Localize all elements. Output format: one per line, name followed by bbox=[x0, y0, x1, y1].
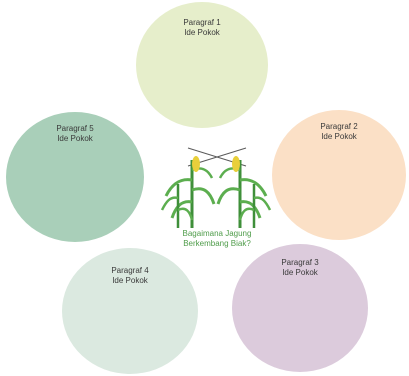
paragraph-3-title: Paragraf 3 bbox=[281, 258, 319, 267]
paragraph-4-label: Paragraf 4 Ide Pokok bbox=[62, 266, 198, 286]
paragraph-1-label: Paragraf 1 Ide Pokok bbox=[136, 18, 268, 38]
paragraph-3-subtitle: Ide Pokok bbox=[282, 268, 318, 277]
paragraph-4-subtitle: Ide Pokok bbox=[112, 276, 148, 285]
paragraph-5-title: Paragraf 5 bbox=[56, 124, 94, 133]
center-title-line-1: Bagaimana Jagung bbox=[182, 229, 252, 238]
paragraph-2-circle: Paragraf 2 Ide Pokok bbox=[272, 110, 406, 240]
paragraph-3-circle: Paragraf 3 Ide Pokok bbox=[232, 244, 368, 372]
paragraph-2-subtitle: Ide Pokok bbox=[321, 132, 357, 141]
corn-plants-icon bbox=[160, 147, 272, 228]
left-corn-plant bbox=[160, 156, 216, 228]
right-corn-plant bbox=[216, 156, 272, 228]
center-title-line-2: Berkembang Biak? bbox=[183, 239, 251, 248]
paragraph-4-circle: Paragraf 4 Ide Pokok bbox=[62, 248, 198, 374]
paragraph-5-label: Paragraf 5 Ide Pokok bbox=[6, 124, 144, 144]
paragraph-5-subtitle: Ide Pokok bbox=[57, 134, 93, 143]
paragraph-2-label: Paragraf 2 Ide Pokok bbox=[272, 122, 406, 142]
paragraph-1-subtitle: Ide Pokok bbox=[184, 28, 220, 37]
paragraph-2-title: Paragraf 2 bbox=[320, 122, 358, 131]
paragraph-4-title: Paragraf 4 bbox=[111, 266, 149, 275]
paragraph-1-title: Paragraf 1 bbox=[183, 18, 221, 27]
paragraph-5-circle: Paragraf 5 Ide Pokok bbox=[6, 112, 144, 242]
center-title: Bagaimana Jagung Berkembang Biak? bbox=[150, 229, 284, 249]
paragraph-1-circle: Paragraf 1 Ide Pokok bbox=[136, 2, 268, 128]
paragraph-3-label: Paragraf 3 Ide Pokok bbox=[232, 258, 368, 278]
